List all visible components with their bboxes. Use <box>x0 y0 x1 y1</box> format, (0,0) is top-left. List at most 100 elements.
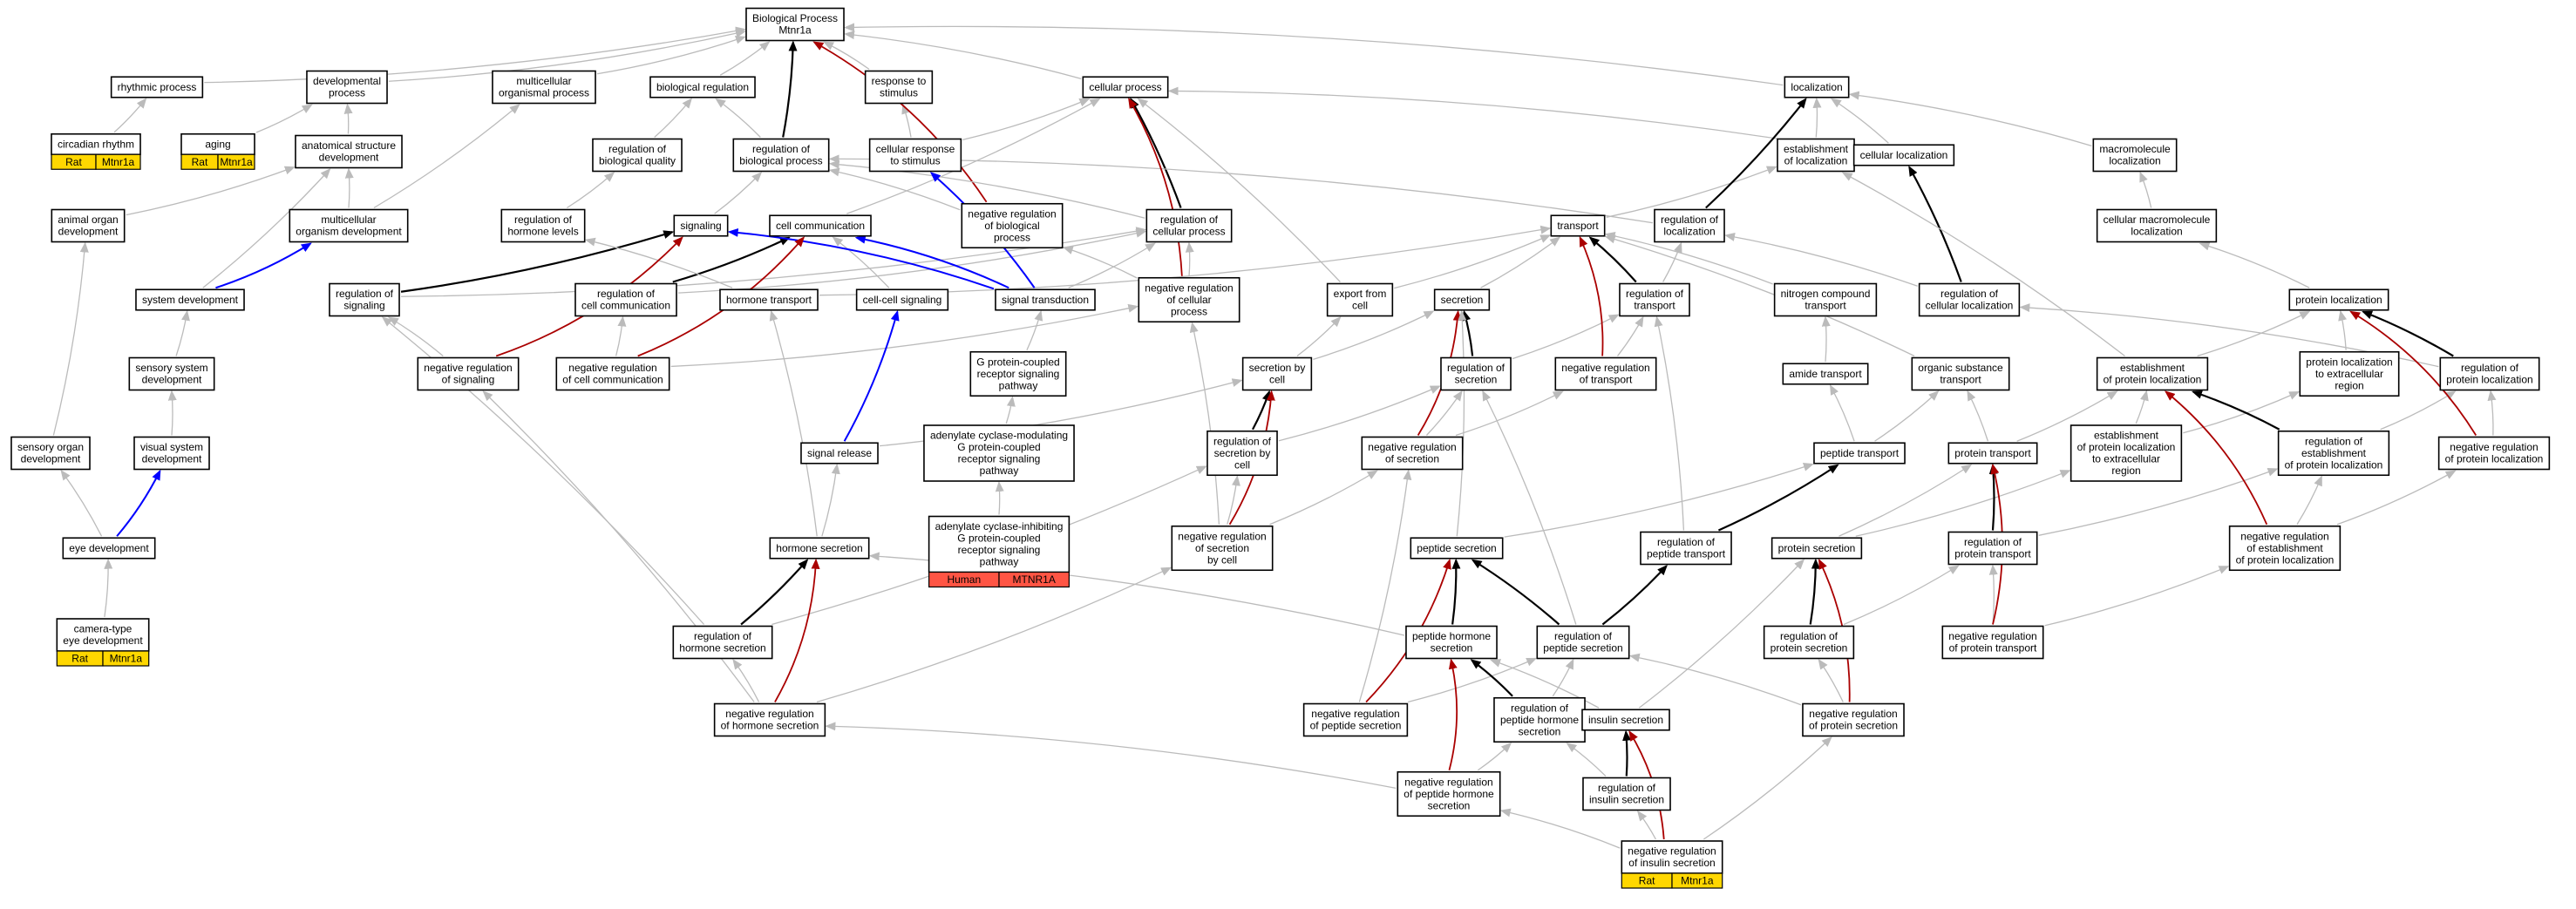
go-term-sysdev[interactable]: system development <box>135 288 245 311</box>
go-term-localization[interactable]: localization <box>1784 76 1850 98</box>
term-label: peptide transport <box>1820 447 1900 459</box>
go-term-insulinsec[interactable]: insulin secretion <box>1581 709 1670 731</box>
go-term-eyedev[interactable]: eye development <box>62 537 156 560</box>
term-label: development <box>58 226 119 238</box>
go-term-cellcellsig[interactable]: cell-cell signaling <box>855 288 949 311</box>
edge-is-a <box>719 41 771 76</box>
go-term-bioreg[interactable]: biological regulation <box>649 76 756 98</box>
term-label: biological regulation <box>656 81 749 93</box>
go-term-hormsec[interactable]: hormone secretion <box>769 537 870 560</box>
go-term-cellcomm[interactable]: cell communication <box>769 214 872 237</box>
go-term-cellproc[interactable]: cellular process <box>1082 76 1169 98</box>
go-term-cellloc[interactable]: cellular localization <box>1852 144 1955 166</box>
go-term-sigtrans[interactable]: signal transduction <box>995 288 1096 311</box>
term-label: cell communication <box>776 220 865 232</box>
term-box <box>555 356 670 391</box>
term-label: development <box>142 374 202 386</box>
go-term-rhythmic[interactable]: rhythmic process <box>110 76 204 98</box>
go-term-prottransport[interactable]: protein transport <box>1947 442 2038 465</box>
edge-is-a <box>1512 314 1620 360</box>
term-label: to stimulus <box>890 155 940 167</box>
go-term-transport[interactable]: transport <box>1550 214 1606 237</box>
go-term-signalrelease[interactable]: signal release <box>800 442 879 465</box>
edge-is-a <box>1874 390 1940 442</box>
go-term-amidetransport[interactable]: amide transport <box>1782 363 1869 385</box>
go-term-protloc[interactable]: protein localization <box>2288 288 2389 311</box>
go-term-hormtransport[interactable]: hormone transport <box>719 288 819 311</box>
term-label: localization <box>1791 81 1842 93</box>
edge-is-a <box>2139 171 2152 208</box>
term-label: of protein localization <box>2445 453 2544 465</box>
go-term-secretion[interactable]: secretion <box>1433 288 1491 311</box>
go-term-peptidesec[interactable]: peptide secretion <box>1410 537 1504 560</box>
go-term-proteinsec[interactable]: protein secretion <box>1771 537 1863 560</box>
go-term-peptransport[interactable]: peptide transport <box>1813 442 1906 465</box>
go-term-signaling[interactable]: signaling <box>673 214 729 237</box>
edge-is-a <box>1628 653 1802 706</box>
